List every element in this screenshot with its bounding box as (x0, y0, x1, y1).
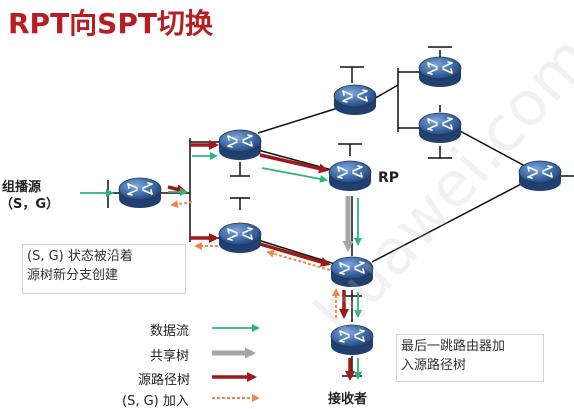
legend-marks (212, 324, 260, 402)
legend-sg-join-label: (S, G) 加入 (122, 394, 189, 409)
router-far-right-icon (518, 160, 562, 191)
last-hop-callout-line2: 入源路径树 (401, 358, 467, 373)
router-receiver-icon (330, 324, 374, 355)
legend-source-tree-label: 源路径树 (138, 373, 191, 388)
router-rp-icon (328, 160, 372, 191)
router-bottom-icon (330, 256, 374, 287)
data-flow-path (80, 152, 362, 380)
sg-join-path (170, 200, 340, 318)
source-label: 组播源 (2, 180, 42, 195)
router-upper-left-icon (218, 129, 262, 160)
rp-label: RP (378, 170, 400, 186)
state-created-callout: (S, G) 状态被沿着 源树新分支创建 (22, 244, 186, 294)
router-top-mid-icon (333, 84, 377, 115)
router-lower-left-icon (218, 222, 262, 253)
state-created-callout-line2: 源树新分支创建 (27, 268, 119, 283)
state-created-callout-line1: (S, G) 状态被沿着 (27, 249, 133, 264)
legend-shared-tree-label: 共享树 (150, 349, 190, 364)
legend-data-flow-label: 数据流 (150, 324, 190, 339)
page-title: RPT向SPT切换 (8, 7, 213, 40)
router-top-right-lower-icon (418, 112, 462, 143)
source-group-label: （S，G） (0, 197, 60, 212)
receiver-label: 接收者 (328, 392, 368, 407)
last-hop-callout-line1: 最后一跳路由器加 (401, 339, 506, 354)
router-top-right-upper-icon (418, 56, 462, 87)
routers (118, 56, 562, 355)
router-source-icon (118, 177, 162, 208)
last-hop-callout: 最后一跳路由器加 入源路径树 (396, 334, 544, 382)
